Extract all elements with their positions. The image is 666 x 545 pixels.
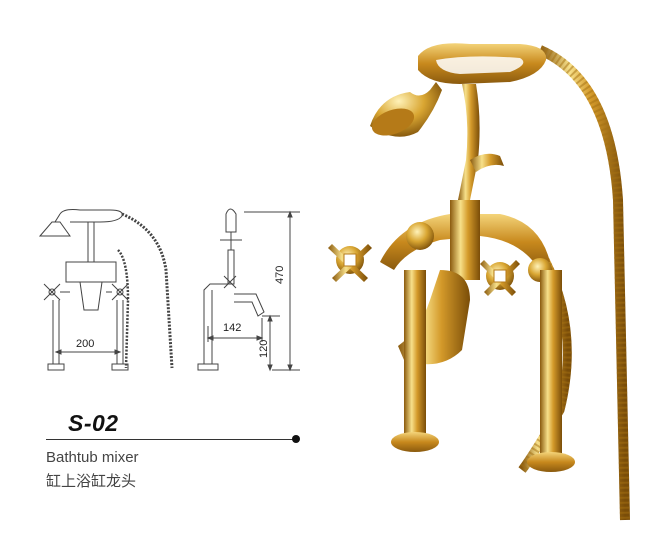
gold-faucet-photo [328,43,630,521]
product-name-english: Bathtub mixer [46,449,139,466]
dimension-reach-label: 142 [223,322,242,334]
divider-dot [292,435,300,443]
dimension-total-height-label: 470 [274,265,286,284]
front-view-drawing [38,209,174,371]
dimension-leg-height-label: 120 [258,339,270,358]
model-number: S-02 [68,410,119,436]
caption-divider [46,439,296,440]
product-name-chinese: 缸上浴缸龙头 [46,473,137,490]
dimension-width-label: 200 [76,338,95,350]
side-view-drawing [197,208,300,372]
